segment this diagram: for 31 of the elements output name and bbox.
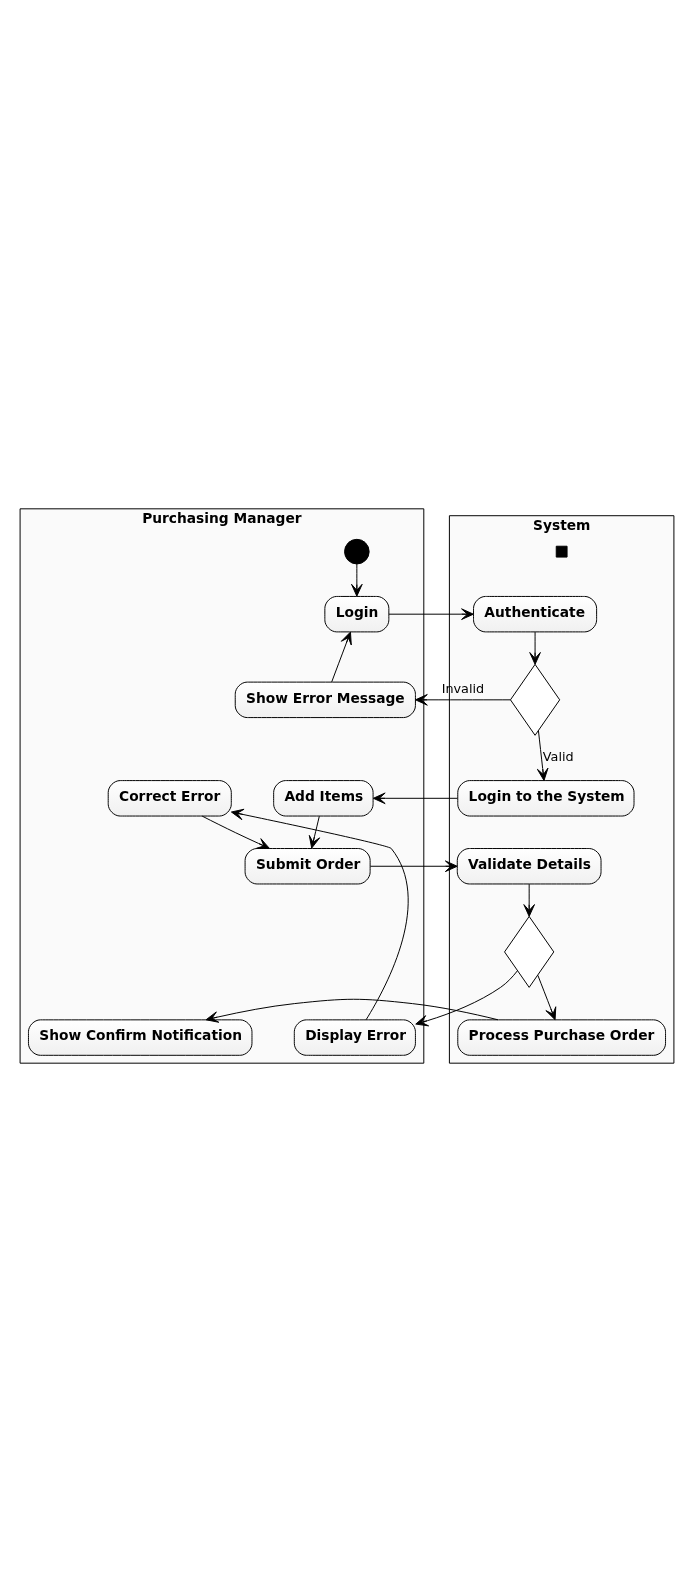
arrow — [230, 808, 409, 1020]
node-box: Authenticate — [473, 595, 598, 632]
node-box: Show Error Message — [234, 681, 416, 718]
arrow — [415, 693, 511, 706]
arrow — [388, 607, 474, 620]
edge-label: Valid — [542, 748, 574, 764]
node-box: Login to the System — [457, 779, 635, 816]
node-box: Add Items — [273, 779, 374, 816]
node-circle — [344, 538, 370, 564]
node-box: Process Purchase Order — [457, 1018, 667, 1056]
arrow — [201, 815, 270, 849]
arrow — [529, 631, 541, 665]
node-box: Show Confirm Notification — [27, 1018, 253, 1056]
node-box: Login — [324, 595, 390, 632]
arrow — [536, 729, 549, 781]
arrow — [369, 859, 458, 872]
arrow — [351, 563, 363, 597]
arrow — [415, 969, 518, 1026]
node-diamond — [504, 915, 555, 988]
node-box: Correct Error — [107, 779, 232, 816]
node-box: Submit Order — [244, 847, 371, 884]
arrow — [523, 883, 535, 917]
node-box: Display Error — [293, 1018, 416, 1056]
node-diamond — [509, 663, 561, 736]
arrow — [372, 792, 459, 804]
node-box: Validate Details — [456, 847, 602, 884]
arrow — [205, 998, 499, 1023]
arrow — [537, 974, 557, 1020]
node-box — [555, 545, 568, 558]
arrow — [308, 815, 321, 849]
arrow — [331, 631, 352, 682]
